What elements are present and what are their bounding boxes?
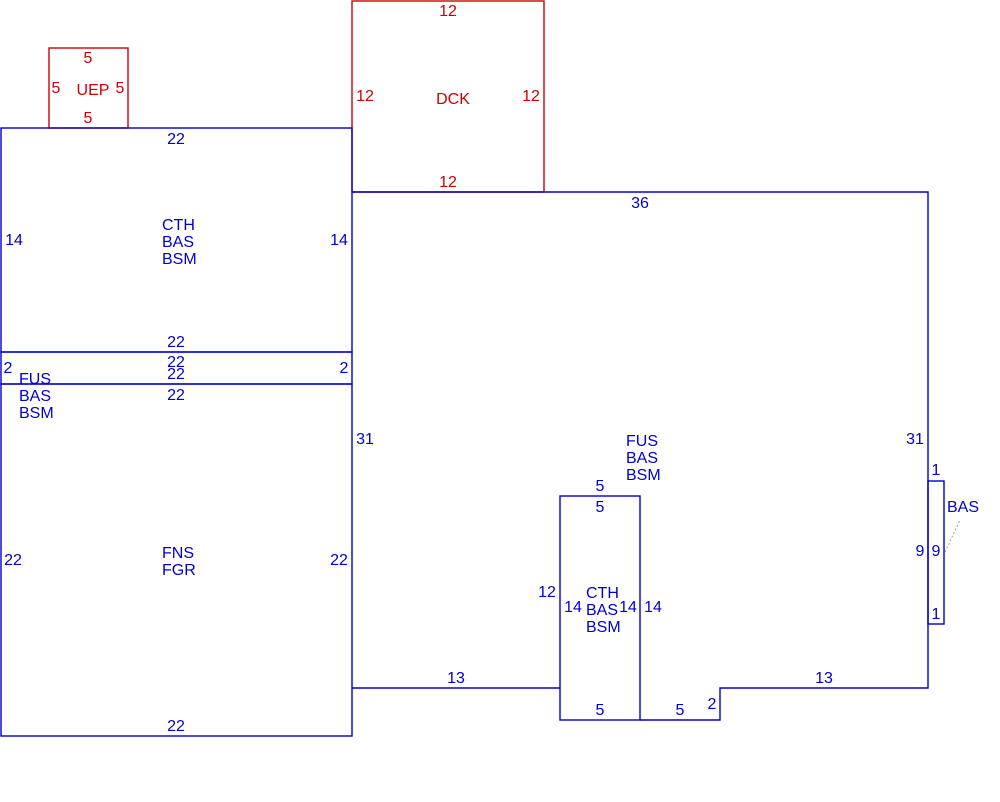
- cth-upper-code-2: BAS: [162, 234, 194, 251]
- main-code-2: BAS: [626, 450, 658, 467]
- uep-top-dim: 5: [84, 50, 93, 67]
- cth-lower-left-dim: 14: [564, 599, 582, 616]
- cth-upper-left-dim: 14: [5, 232, 23, 249]
- uep-left-dim: 5: [52, 80, 61, 97]
- cth-upper-right-dim: 14: [330, 232, 348, 249]
- cth-lower-right-outer-dim: 14: [644, 599, 662, 616]
- main-step-dim: 2: [708, 696, 717, 713]
- main-code-3: BSM: [626, 467, 661, 484]
- bas-small-code: BAS: [947, 499, 979, 516]
- garage-code-1: FNS: [162, 545, 194, 562]
- strip-code-3: BSM: [19, 405, 54, 422]
- bas-small-left-dim: 9: [916, 543, 925, 560]
- strip-left-dim: 2: [4, 360, 13, 377]
- garage-outline: [0, 383, 353, 737]
- uep-code: UEP: [77, 82, 110, 99]
- dck-right-dim: 12: [522, 88, 540, 105]
- garage-code-2: FGR: [162, 562, 196, 579]
- main-code-1: FUS: [626, 433, 658, 450]
- garage-left-dim: 22: [4, 552, 22, 569]
- dck-code: DCK: [436, 91, 470, 108]
- main-notch-left-dim: 12: [538, 584, 556, 601]
- cth-lower-top-inner-dim: 5: [596, 499, 605, 516]
- cth-upper-bottom-dim: 22: [167, 334, 185, 351]
- cth-lower-code-2: BAS: [586, 602, 618, 619]
- bas-small-outline: [927, 480, 945, 625]
- main-outline: [352, 191, 929, 721]
- strip-code-1: FUS: [19, 371, 51, 388]
- cth-lower-code-1: CTH: [586, 585, 619, 602]
- dck-left-dim: 12: [356, 88, 374, 105]
- main-bottom-right-dim: 13: [815, 670, 833, 687]
- cth-upper-top-dim: 22: [167, 131, 185, 148]
- cth-lower-code-3: BSM: [586, 619, 621, 636]
- uep-bottom-dim: 5: [84, 110, 93, 127]
- cth-upper-code-1: CTH: [162, 217, 195, 234]
- bas-leader-line: [944, 519, 961, 553]
- main-top-dim: 36: [631, 195, 649, 212]
- strip-code-2: BAS: [19, 388, 51, 405]
- main-left-dim: 31: [356, 431, 374, 448]
- cth-lower-bottom-dim: 5: [596, 702, 605, 719]
- dck-bottom-dim: 12: [439, 174, 457, 191]
- bas-small-bottom-dim: 1: [932, 606, 941, 623]
- dck-top-dim: 12: [439, 3, 457, 20]
- cth-lower-right-inner-dim: 14: [619, 599, 637, 616]
- garage-top-dim: 22: [167, 387, 185, 404]
- cth-lower-top-outer-dim: 5: [596, 478, 605, 495]
- garage-bottom-dim: 22: [167, 718, 185, 735]
- uep-right-dim: 5: [116, 80, 125, 97]
- main-right-dim: 31: [906, 431, 924, 448]
- cth-lower-outline: [559, 495, 641, 721]
- main-bottom-left-dim: 13: [447, 670, 465, 687]
- strip-right-dim: 2: [340, 360, 349, 377]
- cth-upper-code-3: BSM: [162, 251, 197, 268]
- bas-small-right-dim: 9: [932, 543, 941, 560]
- main-notch-bottom-dim: 5: [676, 702, 685, 719]
- strip-top-dim: 22: [167, 354, 185, 371]
- garage-right-dim: 22: [330, 552, 348, 569]
- bas-small-top-dim: 1: [932, 462, 941, 479]
- strip-bottom-dim: 22: [167, 366, 185, 383]
